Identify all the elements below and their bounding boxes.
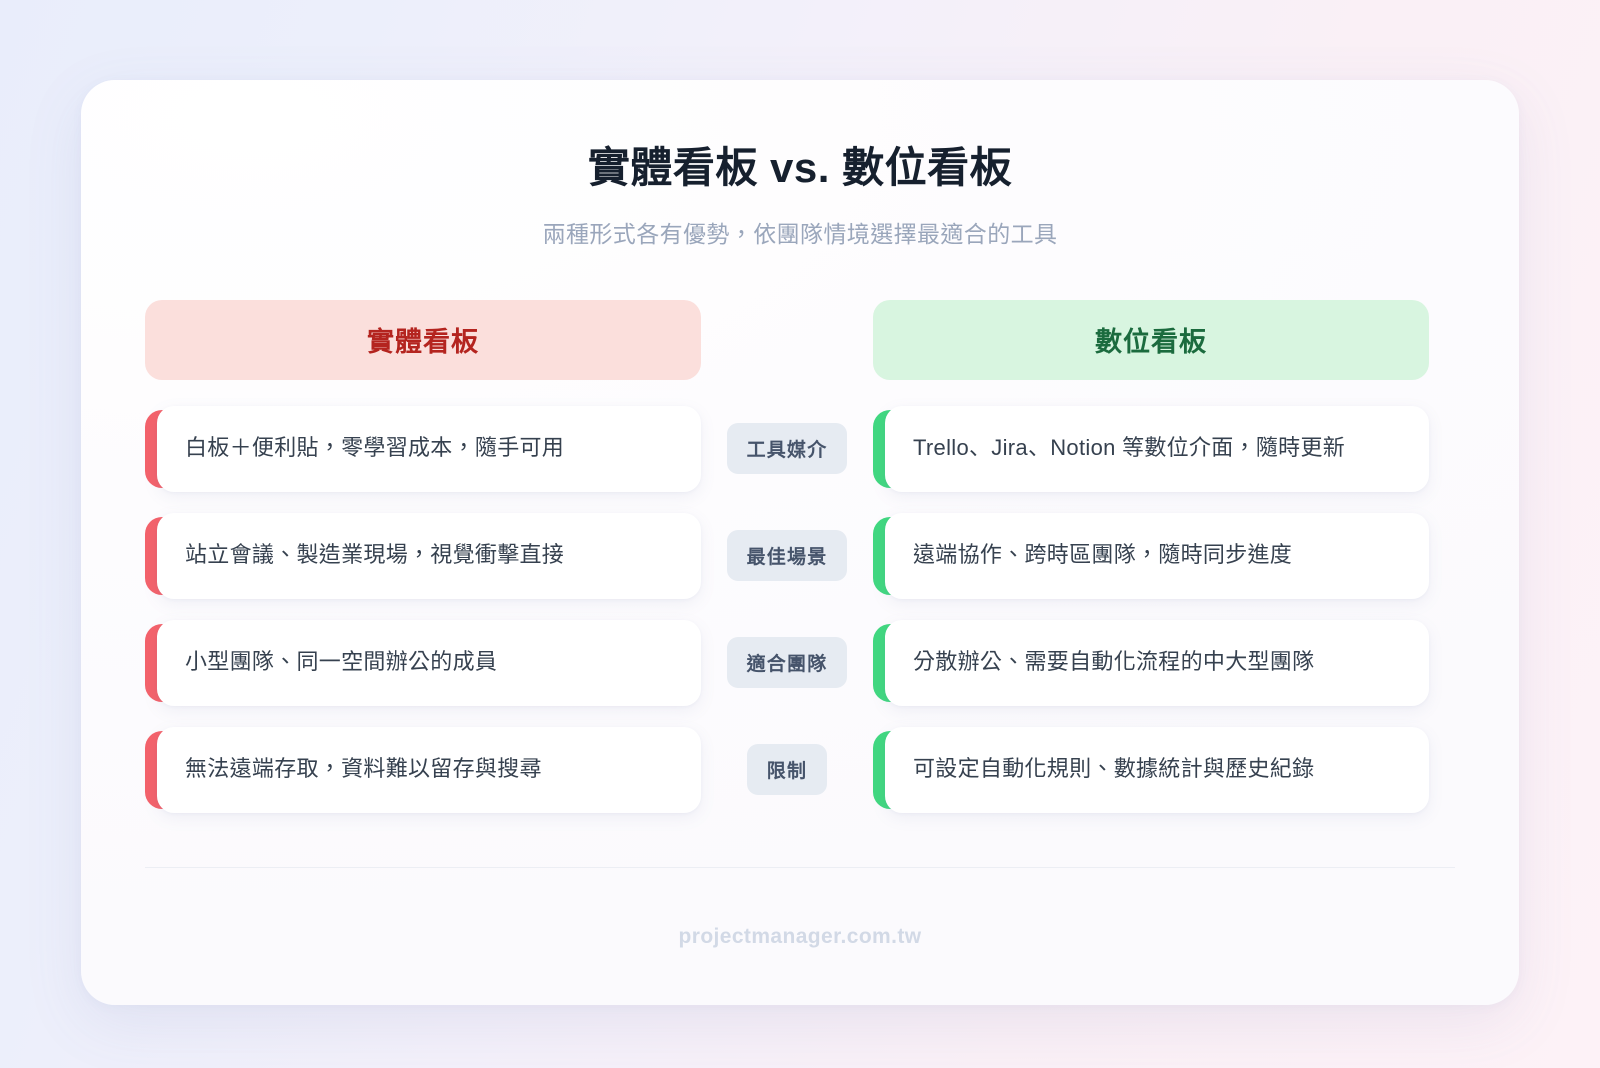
- digital-cell-text: 可設定自動化規則、數據統計與歷史紀錄: [913, 756, 1315, 782]
- page-subtitle: 兩種形式各有優勢，依團隊情境選擇最適合的工具: [542, 220, 1058, 247]
- digital-cell: 可設定自動化規則、數據統計與歷史紀錄: [873, 726, 1429, 813]
- digital-cell-body: 可設定自動化規則、數據統計與歷史紀錄: [885, 726, 1429, 813]
- digital-cell: 遠端協作、跨時區團隊，隨時同步進度: [873, 512, 1429, 599]
- card-footer: projectmanager.com.tw: [145, 867, 1455, 1005]
- column-header-physical: 實體看板: [145, 299, 701, 380]
- comparison-row: 站立會議、製造業現場，視覺衝擊直接 最佳場景 遠端協作、跨時區團隊，隨時同步進度: [145, 512, 1455, 599]
- digital-cell-text: 分散辦公、需要自動化流程的中大型團隊: [913, 649, 1315, 675]
- digital-cell-text: 遠端協作、跨時區團隊，隨時同步進度: [913, 542, 1293, 568]
- row-label: 工具媒介: [726, 423, 848, 474]
- digital-cell-body: 遠端協作、跨時區團隊，隨時同步進度: [885, 512, 1429, 599]
- physical-cell-text: 無法遠端存取，資料難以留存與搜尋: [185, 756, 542, 782]
- digital-cell: Trello、Jira、Notion 等數位介面，隨時更新: [873, 405, 1429, 492]
- physical-cell-body: 白板＋便利貼，零學習成本，隨手可用: [157, 405, 701, 492]
- row-label-slot: 適合團隊: [701, 637, 873, 688]
- physical-cell: 小型團隊、同一空間辦公的成員: [145, 619, 701, 706]
- footer-divider: [145, 867, 1455, 868]
- card-header: 實體看板 vs. 數位看板 兩種形式各有優勢，依團隊情境選擇最適合的工具: [145, 80, 1455, 249]
- footer-site: projectmanager.com.tw: [678, 925, 922, 948]
- physical-cell-body: 無法遠端存取，資料難以留存與搜尋: [157, 726, 701, 813]
- physical-cell-body: 小型團隊、同一空間辦公的成員: [157, 619, 701, 706]
- physical-cell: 無法遠端存取，資料難以留存與搜尋: [145, 726, 701, 813]
- column-header-digital: 數位看板: [873, 299, 1429, 380]
- row-label-slot: 工具媒介: [701, 423, 873, 474]
- physical-cell: 白板＋便利貼，零學習成本，隨手可用: [145, 405, 701, 492]
- row-label-slot: 限制: [701, 744, 873, 795]
- row-label-slot: 最佳場景: [701, 530, 873, 581]
- row-label: 適合團隊: [726, 637, 848, 688]
- row-label: 最佳場景: [726, 530, 848, 581]
- comparison-row: 小型團隊、同一空間辦公的成員 適合團隊 分散辦公、需要自動化流程的中大型團隊: [145, 619, 1455, 706]
- column-headers: 實體看板 數位看板: [145, 299, 1455, 380]
- physical-cell-text: 白板＋便利貼，零學習成本，隨手可用: [185, 435, 565, 461]
- physical-cell-text: 站立會議、製造業現場，視覺衝擊直接: [185, 542, 565, 568]
- digital-cell: 分散辦公、需要自動化流程的中大型團隊: [873, 619, 1429, 706]
- comparison-row: 無法遠端存取，資料難以留存與搜尋 限制 可設定自動化規則、數據統計與歷史紀錄: [145, 726, 1455, 813]
- physical-cell-body: 站立會議、製造業現場，視覺衝擊直接: [157, 512, 701, 599]
- comparison-card: 實體看板 vs. 數位看板 兩種形式各有優勢，依團隊情境選擇最適合的工具 實體看…: [81, 80, 1519, 1005]
- digital-cell-text: Trello、Jira、Notion 等數位介面，隨時更新: [913, 435, 1346, 461]
- page-title: 實體看板 vs. 數位看板: [587, 144, 1013, 191]
- physical-cell: 站立會議、製造業現場，視覺衝擊直接: [145, 512, 701, 599]
- column-header-digital-label: 數位看板: [1095, 327, 1207, 357]
- comparison-row: 白板＋便利貼，零學習成本，隨手可用 工具媒介 Trello、Jira、Notio…: [145, 405, 1455, 492]
- digital-cell-body: 分散辦公、需要自動化流程的中大型團隊: [885, 619, 1429, 706]
- column-header-physical-label: 實體看板: [367, 327, 479, 357]
- row-label: 限制: [746, 744, 828, 795]
- physical-cell-text: 小型團隊、同一空間辦公的成員: [185, 649, 498, 675]
- digital-cell-body: Trello、Jira、Notion 等數位介面，隨時更新: [885, 405, 1429, 492]
- comparison-rows: 白板＋便利貼，零學習成本，隨手可用 工具媒介 Trello、Jira、Notio…: [145, 405, 1455, 813]
